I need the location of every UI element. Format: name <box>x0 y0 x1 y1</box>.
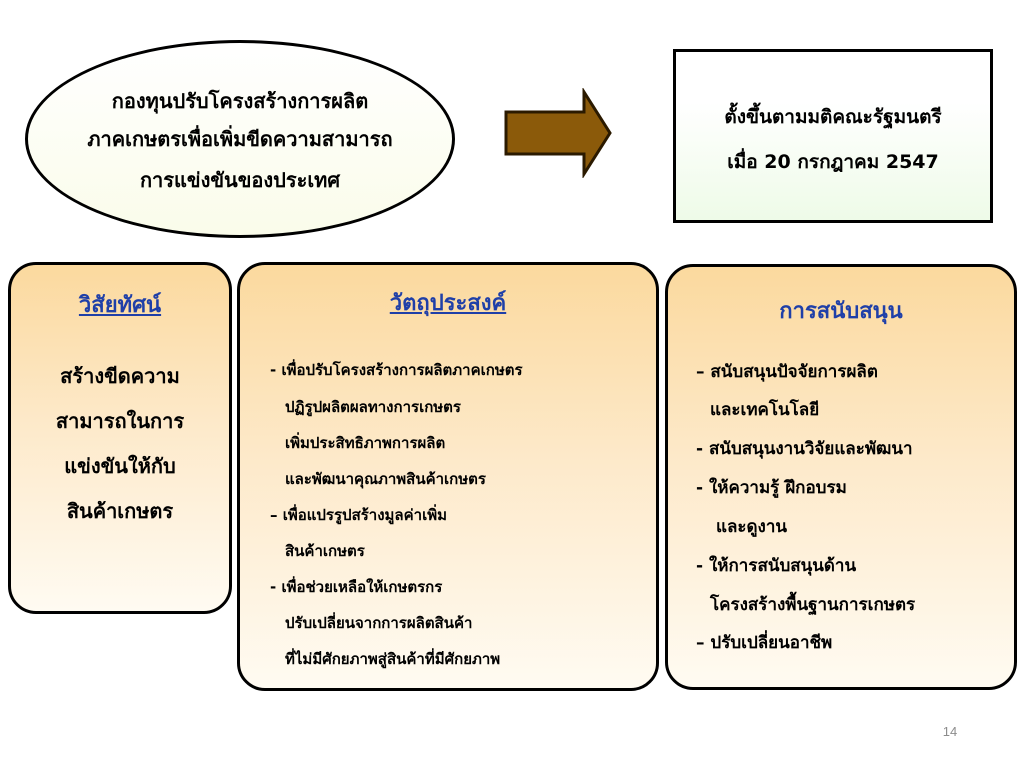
establishment-line-2: เมื่อ 20 กรกฎาคม 2547 <box>727 151 939 173</box>
support-line-7: โครงสร้างพื้นฐานการเกษตร <box>710 595 916 615</box>
support-line-5: และดูงาน <box>716 517 788 537</box>
objective-line-3: เพิ่มประสิทธิภาพการผลิต <box>285 434 446 452</box>
page-number: 14 <box>942 724 958 739</box>
vision-heading-text: วิสัยทัศน์ <box>78 293 162 318</box>
vision-line-1: สร้างขีดความ <box>60 364 180 388</box>
objective-line-6: สินค้าเกษตร <box>285 542 365 560</box>
objective-line-7: - เพื่อช่วยเหลือให้เกษตรกร <box>270 578 443 596</box>
objectives-heading: วัตถุประสงค์ <box>240 285 656 320</box>
title-line-2: ภาคเกษตรเพื่อเพิ่มขีดความสามารถ <box>87 127 393 151</box>
support-heading: การสนับสนุน <box>779 299 903 324</box>
title-line-1: กองทุนปรับโครงสร้างการผลิต <box>111 89 369 113</box>
support-line-4: - ให้ความรู้ ฝึกอบรม <box>696 478 847 498</box>
objectives-panel: วัตถุประสงค์ - เพื่อปรับโครงสร้างการผลิต… <box>237 262 659 691</box>
objective-line-8: ปรับเปลี่ยนจากการผลิตสินค้า <box>285 614 473 632</box>
objective-line-9: ที่ไม่มีศักยภาพสู่สินค้าที่มีศักยภาพ <box>285 650 501 668</box>
support-line-1: – สนับสนุนปัจจัยการผลิต <box>696 362 878 382</box>
vision-heading: วิสัยทัศน์ <box>11 287 229 322</box>
establishment-line-1: ตั้งขึ้นตามมติคณะรัฐมนตรี <box>724 106 942 128</box>
establishment-box: ตั้งขึ้นตามมติคณะรัฐมนตรี เมื่อ 20 กรกฎา… <box>673 49 993 223</box>
objective-line-2: ปฏิรูปผลิตผลทางการเกษตร <box>285 398 461 416</box>
vision-line-2: สามารถในการ <box>55 409 185 433</box>
support-line-2: และเทคโนโลยี <box>710 400 820 420</box>
vision-line-3: แข่งขันให้กับ <box>64 454 176 478</box>
objective-line-1: - เพื่อปรับโครงสร้างการผลิตภาคเกษตร <box>270 361 523 379</box>
vision-line-4: สินค้าเกษตร <box>66 499 174 523</box>
vision-panel: วิสัยทัศน์ สร้างขีดความ สามารถในการ แข่ง… <box>8 262 232 614</box>
objective-line-5: – เพื่อแปรรูปสร้างมูลค่าเพิ่ม <box>270 506 447 524</box>
support-line-6: - ให้การสนับสนุนด้าน <box>696 556 857 576</box>
support-panel: การสนับสนุน – สนับสนุนปัจจัยการผลิต และเ… <box>665 264 1017 690</box>
support-line-3: - สนับสนุนงานวิจัยและพัฒนา <box>696 439 913 459</box>
title-line-3: การแข่งขันของประเทศ <box>139 168 341 192</box>
right-arrow-icon <box>504 88 612 178</box>
title-ellipse: กองทุนปรับโครงสร้างการผลิต ภาคเกษตรเพื่อ… <box>25 40 455 238</box>
objective-line-4: และพัฒนาคุณภาพสินค้าเกษตร <box>285 470 486 488</box>
support-line-8: – ปรับเปลี่ยนอาชีพ <box>696 633 833 653</box>
objectives-heading-text: วัตถุประสงค์ <box>389 291 507 316</box>
